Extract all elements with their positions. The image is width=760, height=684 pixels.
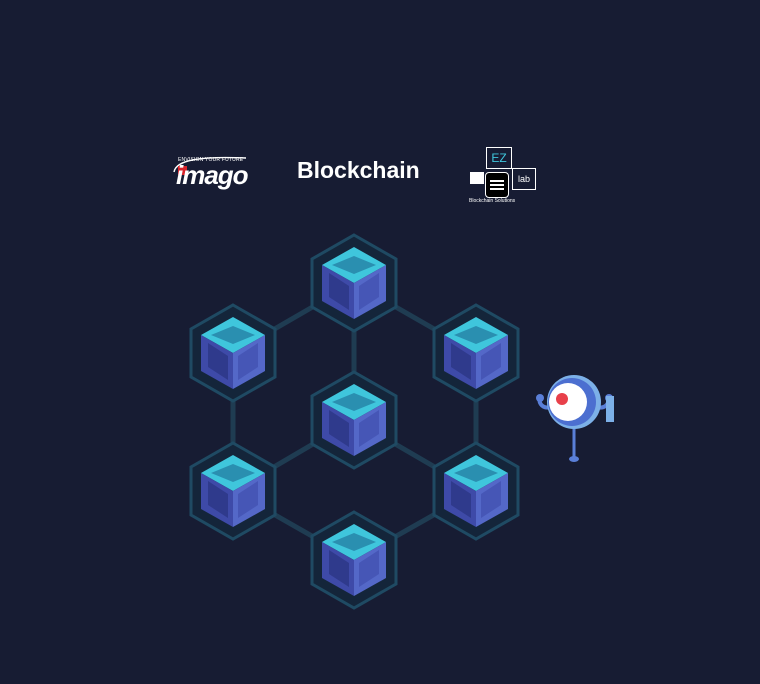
block-cube-icon [432,303,520,403]
ezlab-caption: Blockchain Solutions [469,198,516,204]
block-cube-icon [310,510,398,610]
page-title: Blockchain [297,157,420,183]
block-cube-icon [310,370,398,470]
imago-tagline: ENVISION YOUR FUTURE [178,157,244,163]
block-cube-icon [310,233,398,333]
ezlab-box-ez: EZ [486,147,512,169]
ezlab-logo[interactable]: EZ lab Blockchain Solutions [468,144,538,206]
ezlab-box-lab: lab [512,168,536,190]
blockchain-network-icon [189,233,520,610]
imago-wordmark: imago [176,160,249,190]
ezlab-white-block [470,172,484,184]
header: ENVISION YOUR FUTURE imago Blockchain EZ… [0,140,760,210]
robot-mascot-icon [536,375,614,462]
block-cube-icon [189,441,277,541]
menu-icon [485,172,509,198]
block-cube-icon [189,303,277,403]
imago-logo[interactable]: ENVISION YOUR FUTURE imago [170,154,250,190]
imago-swoosh-icon [173,156,247,175]
block-cube-icon [432,441,520,541]
